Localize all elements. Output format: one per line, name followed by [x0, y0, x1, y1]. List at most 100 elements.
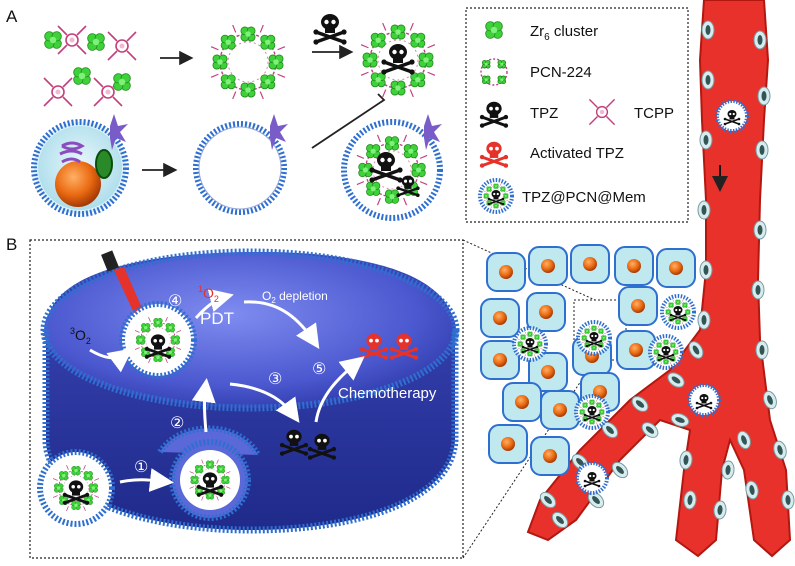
tissue-particle [660, 294, 696, 330]
cell-membrane-vesicle [193, 114, 288, 215]
step-labels: ① ② ③ ④ ⑤ [134, 291, 326, 476]
membrane-protein-icon [110, 114, 128, 150]
particle-endocytosis [169, 439, 251, 521]
step-1-label: ① [134, 457, 148, 476]
legend-box [465, 7, 689, 223]
tumor-cell [480, 298, 520, 338]
legend-tpz: TPZ [479, 101, 558, 128]
red-blood-cell [670, 413, 690, 427]
singlet-oxygen-label: 1O2 [198, 284, 219, 304]
bracket-connector [311, 93, 386, 149]
svg-text:PCN-224: PCN-224 [530, 64, 592, 81]
tumor-cell [488, 424, 528, 464]
tissue-particle [576, 320, 612, 356]
red-blood-cell [745, 480, 759, 500]
red-blood-cell [755, 140, 769, 160]
red-blood-cell [699, 260, 713, 280]
red-blood-cell [699, 130, 713, 150]
particle-outside [37, 449, 115, 527]
svg-text:TPZ: TPZ [530, 105, 558, 122]
legend-activated-tpz: Activated TPZ [479, 141, 624, 168]
tumor-cell [480, 340, 520, 380]
tissue-particle [648, 334, 684, 370]
red-blood-cell [757, 86, 771, 106]
tumor-cell [528, 246, 568, 286]
step-5-label: ⑤ [312, 359, 326, 378]
step-2-label: ② [170, 413, 184, 432]
step-3-label: ③ [268, 369, 282, 388]
panel-b-frame [29, 239, 464, 559]
legend-tpz-pcn-mem: TPZ@PCN@Mem [478, 178, 646, 214]
legend-pcn-224: PCN-224 [480, 58, 592, 86]
tumor-cell [540, 390, 580, 430]
red-blood-cell [753, 220, 767, 240]
red-blood-cell [697, 310, 711, 330]
red-blood-cell [611, 461, 629, 479]
red-blood-cell [641, 422, 659, 438]
tumor-cell [526, 292, 566, 332]
pdt-label: PDT [200, 309, 234, 328]
tpz-pcn-mem-particle [341, 114, 443, 221]
particle-step4 [119, 301, 197, 379]
process-arrows [89, 288, 365, 492]
circulating-particle [687, 383, 721, 417]
circulating-particle [575, 461, 609, 495]
step-4-label: ④ [168, 291, 182, 310]
red-blood-cell [781, 490, 795, 510]
red-blood-cell [701, 70, 715, 90]
red-blood-cell [697, 200, 711, 220]
released-tpz [279, 429, 337, 460]
panel-label-b: B [6, 235, 17, 254]
red-blood-cell [667, 372, 685, 388]
red-blood-cell [751, 280, 765, 300]
red-blood-cell [773, 440, 787, 460]
red-blood-cell [701, 20, 715, 40]
tumor-tissue [480, 244, 696, 476]
tumor-cell [530, 436, 570, 476]
triplet-oxygen-label: 3O2 [70, 326, 91, 346]
nucleus-icon [55, 161, 101, 207]
tumor-cell [614, 246, 654, 286]
red-blood-cell [721, 460, 735, 480]
svg-text:Zr6 cluster: Zr6 cluster [530, 23, 598, 43]
tumor-cell [486, 252, 526, 292]
chemotherapy-label: Chemotherapy [338, 385, 437, 402]
tpz-loading-icon [313, 14, 347, 45]
tcpp-and-zr6-components [43, 25, 137, 107]
red-blood-cell [683, 490, 697, 510]
legend-tcpp: TCPP [588, 98, 674, 126]
red-blood-cell [688, 341, 704, 359]
red-blood-cell [753, 30, 767, 50]
red-blood-cell [737, 430, 751, 450]
panel-label-a: A [6, 7, 18, 26]
circulating-particle [715, 99, 749, 133]
activated-tpz-cluster [359, 333, 419, 360]
red-blood-cell [679, 450, 693, 470]
svg-text:TPZ@PCN@Mem: TPZ@PCN@Mem [522, 189, 646, 206]
red-blood-cell [631, 396, 649, 412]
tpz-at-pcn [360, 22, 436, 98]
legend-zr6: Zr6 cluster [485, 21, 598, 43]
tumor-cell [616, 330, 656, 370]
cancer-cell [31, 114, 129, 217]
svg-text:TCPP: TCPP [634, 105, 674, 122]
tissue-particle [512, 326, 548, 362]
blood-vessel [526, 0, 795, 558]
red-blood-cell [755, 340, 769, 360]
tumor-cell [502, 382, 542, 422]
tumor-cell [570, 244, 610, 284]
red-blood-cell [539, 491, 557, 509]
o2-depletion-label: O2 depletion [262, 289, 328, 305]
red-blood-cell [551, 511, 569, 529]
red-blood-cell [763, 390, 777, 410]
tissue-particle [574, 394, 610, 430]
svg-text:Activated TPZ: Activated TPZ [530, 145, 624, 162]
red-blood-cell [713, 500, 727, 520]
red-blood-cell [587, 491, 605, 509]
tumor-cell [656, 248, 696, 288]
tumor-cell [618, 286, 658, 326]
mitochondria-icon [95, 149, 113, 179]
pcn-224-framework [210, 24, 286, 100]
